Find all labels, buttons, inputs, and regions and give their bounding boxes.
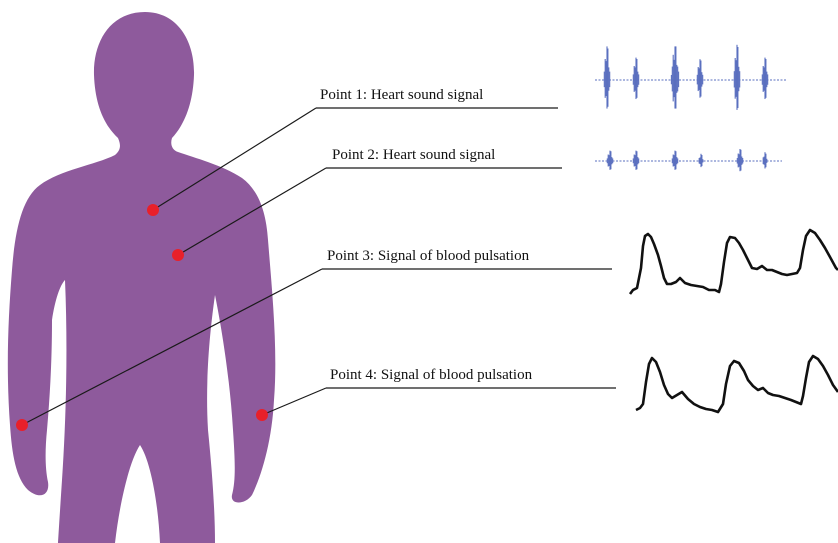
heart-sound-waveform-2 [595,149,782,171]
measurement-point-1 [147,204,159,216]
label-point-1: Point 1: Heart sound signal [320,87,483,104]
pulse-waveform-1 [630,230,838,294]
measurement-point-4 [256,409,268,421]
measurement-point-2 [172,249,184,261]
label-point-3: Point 3: Signal of blood pulsation [327,248,529,265]
heart-sound-waveform-1 [595,45,786,110]
human-silhouette [8,12,275,543]
label-point-4: Point 4: Signal of blood pulsation [330,367,532,384]
measurement-point-3 [16,419,28,431]
pulse-waveform-2 [636,356,838,412]
label-point-2: Point 2: Heart sound signal [332,147,495,164]
